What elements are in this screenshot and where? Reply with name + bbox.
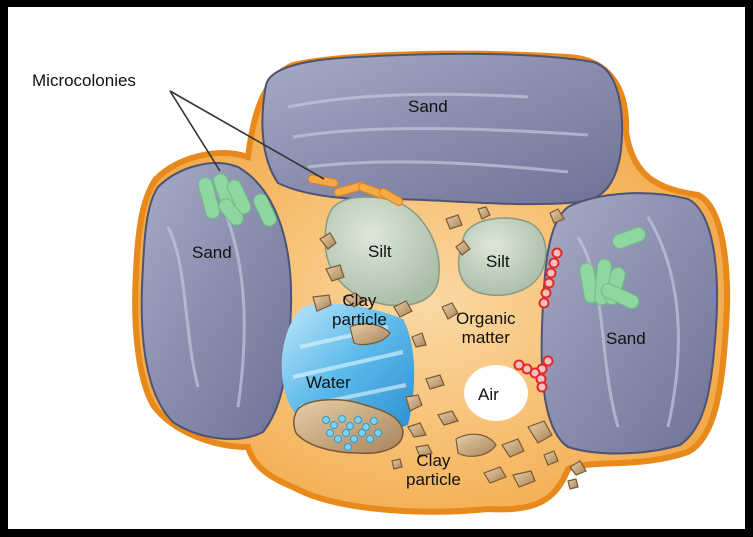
label-organic-matter: Organic matter [456,309,516,347]
soil-diagram: Microcolonies Sand Sand Sand Silt Silt C… [8,7,745,529]
label-air: Air [478,385,499,404]
label-water: Water [306,373,351,392]
label-sand-top: Sand [408,97,448,116]
label-sand-left: Sand [192,243,232,262]
label-clay-particle-2: Clay particle [406,451,461,489]
label-sand-right: Sand [606,329,646,348]
label-silt-right: Silt [486,252,510,271]
label-microcolonies: Microcolonies [32,71,136,90]
label-clay-particle-1: Clay particle [332,291,387,329]
label-silt-left: Silt [368,242,392,261]
